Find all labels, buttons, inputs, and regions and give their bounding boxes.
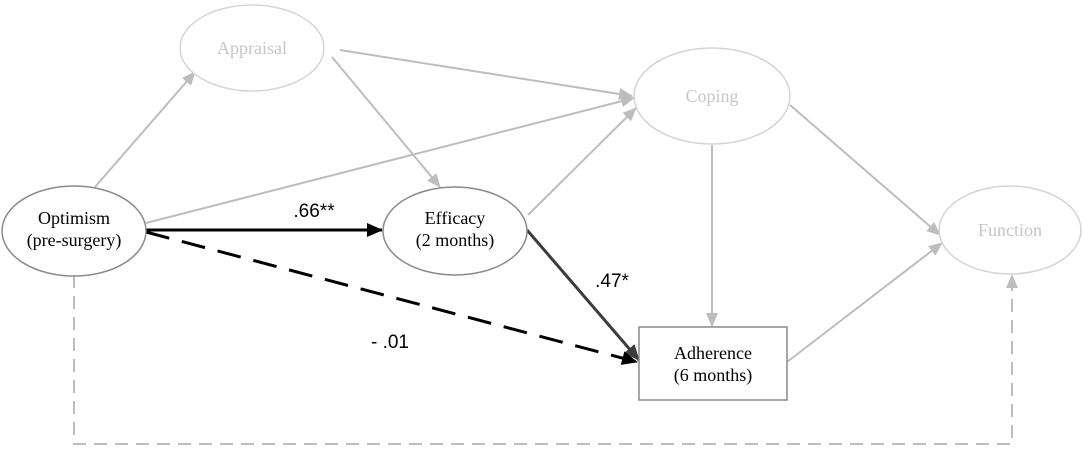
path-efficacy-coping bbox=[527, 107, 637, 216]
node-appraisal: Appraisal bbox=[179, 4, 325, 92]
node-optimism: Optimism (pre-surgery) bbox=[1, 185, 147, 277]
node-adherence: Adherence (6 months) bbox=[638, 326, 788, 401]
node-coping: Coping bbox=[633, 47, 791, 145]
coef-optimism-adherence: - .01 bbox=[371, 332, 409, 353]
highlighted-paths bbox=[145, 223, 641, 365]
path-efficacy-adherence bbox=[525, 229, 641, 361]
node-efficacy-line1: Efficacy bbox=[425, 208, 486, 228]
node-optimism-line1: Optimism bbox=[38, 208, 110, 228]
path-adherence-function bbox=[786, 242, 943, 363]
faded-paths bbox=[73, 49, 1018, 445]
node-efficacy: Efficacy (2 months) bbox=[382, 186, 528, 276]
path-appraisal-efficacy bbox=[331, 56, 441, 188]
node-function-label: Function bbox=[978, 220, 1042, 240]
node-efficacy-line2: (2 months) bbox=[416, 230, 495, 251]
path-coping-function bbox=[789, 104, 941, 236]
node-function: Function bbox=[938, 185, 1082, 275]
node-appraisal-label: Appraisal bbox=[217, 38, 287, 58]
path-optimism-adherence-dashed bbox=[145, 230, 638, 365]
node-optimism-line2: (pre-surgery) bbox=[27, 230, 122, 251]
coef-optimism-efficacy: .66** bbox=[293, 201, 335, 222]
node-coping-label: Coping bbox=[685, 86, 738, 106]
path-optimism-coping bbox=[145, 95, 635, 224]
path-appraisal-coping bbox=[339, 49, 633, 100]
path-optimism-appraisal bbox=[94, 71, 196, 188]
node-adherence-line1: Adherence bbox=[674, 343, 752, 363]
path-optimism-function-dashed bbox=[73, 274, 1018, 445]
coef-efficacy-adherence: .47* bbox=[595, 271, 629, 292]
node-adherence-line2: (6 months) bbox=[674, 365, 753, 386]
